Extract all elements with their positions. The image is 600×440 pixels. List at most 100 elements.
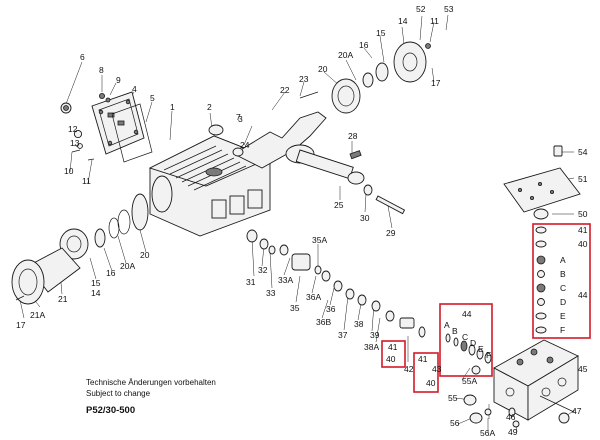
callout: 21A (30, 310, 45, 320)
callout: 45 (578, 364, 588, 374)
callout: 35A (312, 235, 327, 245)
model-number: P52/30-500 (86, 405, 136, 416)
callout: D (560, 297, 566, 307)
callout: 20 (318, 64, 328, 74)
callout: 41 (388, 342, 398, 352)
callout: 5 (150, 93, 155, 103)
callout: 24 (240, 140, 250, 150)
callout: 13 (70, 138, 80, 148)
callout: 8 (99, 65, 104, 75)
callout: 52 (416, 4, 426, 14)
callout: F (486, 350, 491, 360)
note-german: Technische Änderungen vorbehalten (86, 378, 216, 387)
callout: 51 (578, 174, 588, 184)
callout: 3 (238, 114, 243, 124)
callout: 46 (506, 412, 516, 422)
callout: 53 (444, 4, 454, 14)
callout: 23 (299, 74, 309, 84)
callout: 15 (91, 278, 101, 288)
callout: 28 (348, 131, 358, 141)
callout: 42 (404, 364, 414, 374)
callout: 43 (432, 364, 442, 374)
callout: 14 (91, 288, 101, 298)
callout: 54 (578, 147, 588, 157)
callout: 41 (418, 354, 428, 364)
oil-plug-parts (60, 93, 111, 161)
callout: 10 (64, 166, 74, 176)
callout: B (560, 269, 566, 279)
callout: 11 (430, 16, 439, 26)
callout: 14 (398, 16, 408, 26)
valve-kit-column (503, 145, 581, 334)
callout: 30 (360, 213, 370, 223)
callout: 39 (370, 330, 380, 340)
plunger-seal-stack (246, 229, 492, 364)
callout: 29 (386, 228, 396, 238)
bearing-cover-left (11, 193, 149, 305)
callout: 33A (278, 275, 293, 285)
highlight-box-41-40-center (413, 352, 439, 393)
callout: 15 (376, 28, 386, 38)
callout: 49 (508, 427, 518, 437)
callout: 16 (359, 40, 369, 50)
manifold-block (463, 339, 579, 428)
callout: B (452, 326, 458, 336)
callout: 36A (306, 292, 321, 302)
callout: 47 (572, 406, 582, 416)
callout: 4 (132, 84, 137, 94)
leader-lines (19, 14, 579, 433)
callout: 40 (426, 378, 436, 388)
callout: 33 (266, 288, 276, 298)
callout: C (560, 283, 566, 293)
callout: 36 (326, 304, 336, 314)
callout: 50 (578, 209, 588, 219)
callout: 9 (116, 75, 121, 85)
callout: D (470, 338, 476, 348)
callout: 31 (246, 277, 256, 287)
crankcase-cover-plate (91, 91, 153, 163)
callout: 20 (140, 250, 150, 260)
callout: 35 (290, 303, 300, 313)
callout: 44 (578, 290, 588, 300)
callout: 32 (258, 265, 268, 275)
callout: 56 (450, 418, 460, 428)
callout: 40 (578, 239, 588, 249)
callout: 7 (236, 112, 241, 122)
callout: 36B (316, 317, 331, 327)
callout: 25 (334, 200, 344, 210)
crankshaft-assembly (208, 41, 431, 215)
callout: 2 (207, 102, 212, 112)
callout: 21 (58, 294, 68, 304)
callout: A (560, 255, 566, 265)
callout-labels: 53 52 11 14 15 16 20A 17 20 23 22 6 8 9 … (16, 4, 588, 438)
callout: 11 (82, 176, 91, 186)
callout: 41 (578, 225, 588, 235)
callout: 37 (338, 330, 348, 340)
callout: 38A (364, 342, 379, 352)
highlight-box-41-40-right (532, 223, 591, 339)
callout: 22 (280, 85, 290, 95)
callout: 55A (462, 376, 477, 386)
highlight-box-seal-kit (439, 303, 493, 377)
callout: 16 (106, 268, 116, 278)
callout: A (444, 320, 450, 330)
note-english: Subject to change (86, 389, 151, 398)
callout: 12 (68, 124, 78, 134)
callout: 40 (386, 354, 396, 364)
callout: 17 (16, 320, 26, 330)
callout: E (478, 344, 484, 354)
callout: 17 (431, 78, 441, 88)
callout: 44 (462, 309, 472, 319)
callout: F (560, 325, 565, 335)
callout: E (560, 311, 566, 321)
callout: 1 (170, 102, 175, 112)
callout: 55 (448, 393, 458, 403)
callout: C (462, 332, 468, 342)
highlight-box-41-40-left (381, 340, 406, 368)
callout: 20A (120, 261, 135, 271)
callout: 20A (338, 50, 353, 60)
callout: 38 (354, 319, 364, 329)
callout: 56A (480, 428, 495, 438)
callout: 6 (80, 52, 85, 62)
